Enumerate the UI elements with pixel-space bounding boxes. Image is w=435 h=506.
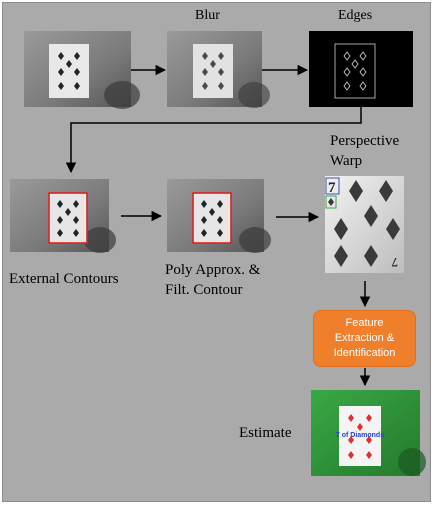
blur-label: Blur	[195, 8, 220, 23]
feature-box-line1: Feature	[345, 317, 384, 329]
feature-extraction-box: Feature Extraction & Identification	[313, 310, 416, 367]
arrow-edges-to-contours	[65, 107, 362, 174]
perspective-warp-label-line2: Warp	[330, 153, 363, 169]
poly-approx-thumb	[167, 179, 271, 253]
poly-approx-label-line2: Filt. Contour	[165, 282, 243, 298]
estimate-overlay-text: 7 of Diamonds	[336, 432, 384, 439]
original-image-thumb	[24, 31, 140, 109]
perspective-warp-label-line1: Perspective	[330, 133, 400, 149]
svg-text:7: 7	[391, 255, 398, 270]
perspective-warp-thumb: 7 7	[325, 176, 404, 273]
edges-thumb	[309, 31, 413, 107]
external-contours-label: External Contours	[9, 271, 119, 287]
estimate-thumb: 7 of Diamonds	[311, 390, 426, 476]
external-contours-thumb	[10, 179, 116, 253]
edges-label: Edges	[338, 8, 373, 23]
estimate-label: Estimate	[239, 425, 292, 441]
feature-box-line3: Identification	[333, 347, 396, 359]
poly-approx-label-line1: Poly Approx. &	[165, 262, 261, 278]
feature-box-line2: Extraction &	[334, 332, 395, 344]
blur-thumb	[167, 31, 270, 108]
warp-rank-text: 7	[328, 180, 336, 196]
